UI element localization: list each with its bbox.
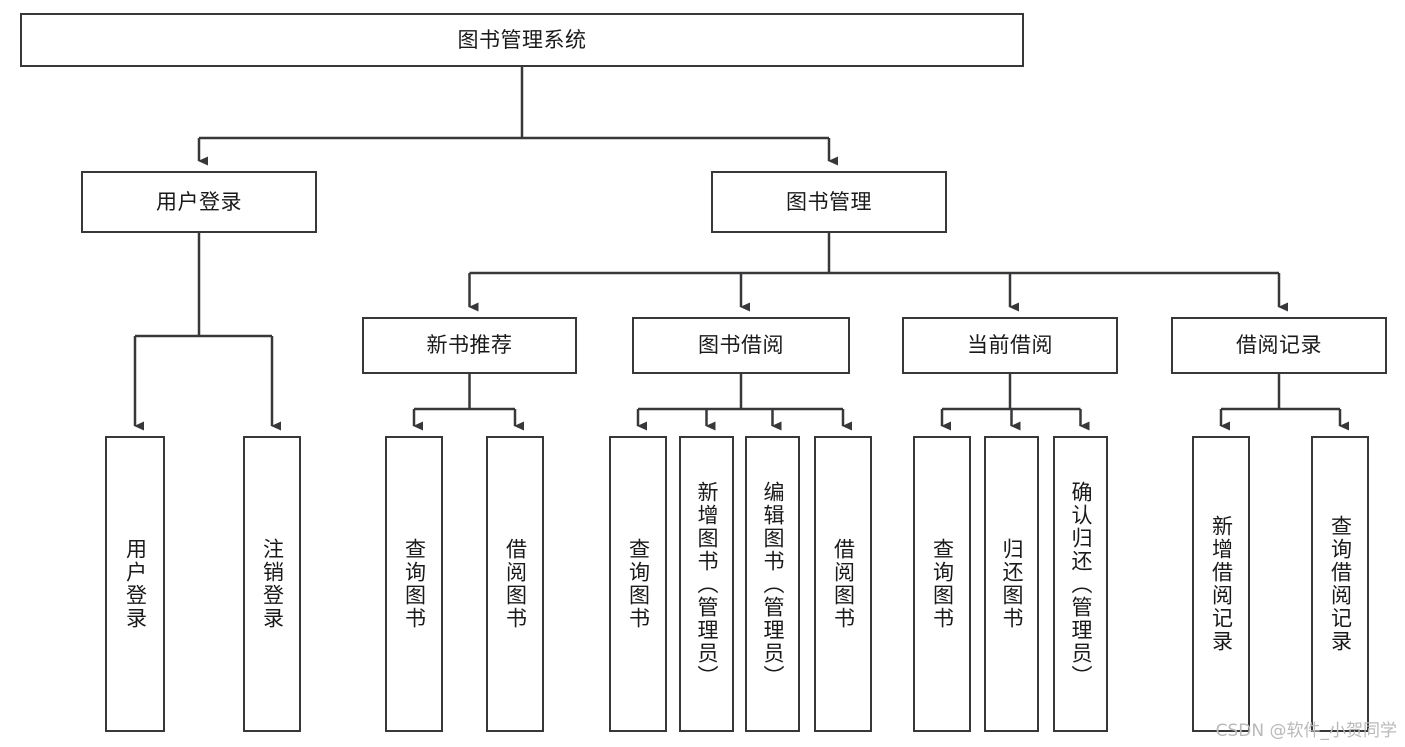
node-bookmgmt[interactable]: 图书管理 [711,171,947,233]
node-label: 查询图书 [930,538,955,630]
node-label: 确认归还（管理员） [1069,480,1093,688]
node-records[interactable]: 借阅记录 [1171,317,1387,374]
node-label: 新增借阅记录 [1209,515,1234,653]
node-leaf-borrow-2[interactable]: 新增图书（管理员） [679,436,734,732]
node-leaf-cur-1[interactable]: 查询图书 [913,436,971,732]
node-label: 图书管理系统 [457,27,587,52]
node-label: 查询图书 [402,538,427,630]
node-newbook[interactable]: 新书推荐 [362,317,577,374]
node-leaf-login-2[interactable]: 注销登录 [243,436,301,732]
node-label: 查询图书 [626,538,651,630]
node-leaf-borrow-3[interactable]: 编辑图书（管理员） [745,436,800,732]
node-leaf-borrow-4[interactable]: 借阅图书 [814,436,872,732]
node-label: 借阅图书 [503,538,528,630]
node-leaf-new-2[interactable]: 借阅图书 [486,436,544,732]
node-label: 新增图书（管理员） [695,480,719,688]
node-leaf-borrow-1[interactable]: 查询图书 [609,436,667,732]
node-label: 用户登录 [156,189,242,214]
node-label: 注销登录 [260,538,285,630]
node-label: 图书管理 [786,189,872,214]
node-label: 归还图书 [1000,538,1024,630]
node-label: 借阅记录 [1236,333,1322,358]
node-root[interactable]: 图书管理系统 [20,13,1024,67]
node-leaf-rec-2[interactable]: 查询借阅记录 [1311,436,1369,732]
node-leaf-cur-3[interactable]: 确认归还（管理员） [1053,436,1108,732]
node-label: 新书推荐 [426,333,513,358]
node-label: 借阅图书 [831,538,856,630]
node-leaf-login-1[interactable]: 用户登录 [105,436,165,732]
node-label: 用户登录 [123,538,148,630]
node-leaf-new-1[interactable]: 查询图书 [385,436,443,732]
node-label: 查询借阅记录 [1328,515,1353,653]
node-label: 当前借阅 [967,333,1053,358]
node-current[interactable]: 当前借阅 [902,317,1118,374]
edge-group [133,67,1349,431]
node-borrow[interactable]: 图书借阅 [632,317,850,374]
node-login[interactable]: 用户登录 [81,171,317,233]
node-label: 图书借阅 [698,333,784,358]
node-leaf-rec-1[interactable]: 新增借阅记录 [1192,436,1250,732]
node-leaf-cur-2[interactable]: 归还图书 [984,436,1039,732]
node-label: 编辑图书（管理员） [761,480,785,688]
